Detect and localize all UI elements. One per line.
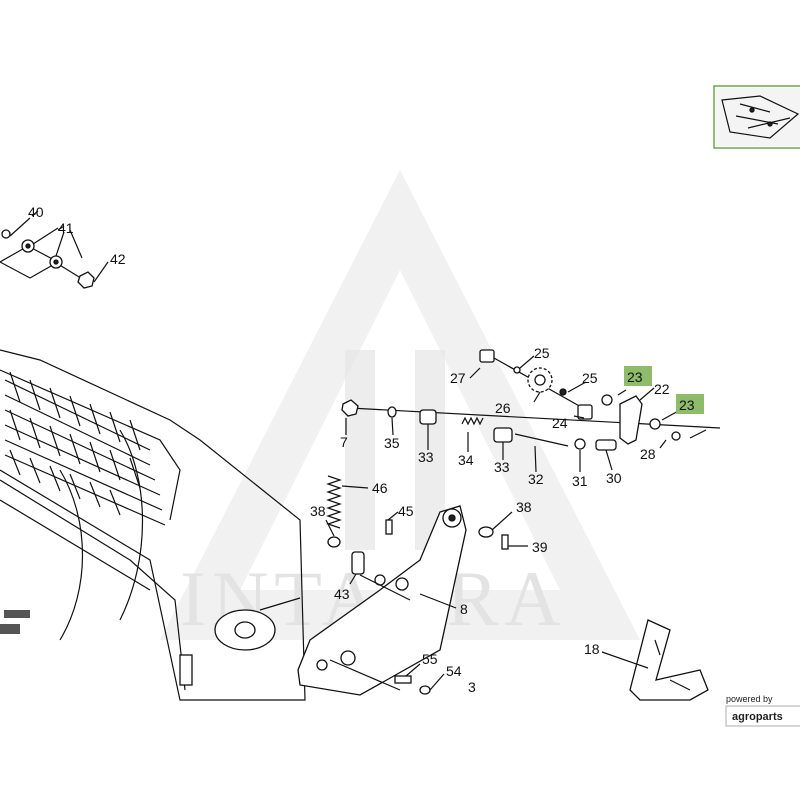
reel-teeth <box>4 371 166 526</box>
label-7[interactable]: 7 <box>340 434 348 450</box>
part-39-pin <box>501 534 509 550</box>
label-27[interactable]: 27 <box>450 370 466 386</box>
label-22[interactable]: 22 <box>654 381 670 397</box>
highlight-23b <box>676 394 704 414</box>
top-left-fastener-group <box>0 217 95 289</box>
label-34[interactable]: 34 <box>458 452 474 468</box>
part-43-block <box>351 551 365 575</box>
label-30[interactable]: 30 <box>606 470 622 486</box>
watermark: INTAGRA <box>160 170 640 642</box>
part-30-pin <box>595 439 617 451</box>
label-45[interactable]: 45 <box>398 503 414 519</box>
label-23a[interactable]: 23 <box>627 369 643 385</box>
part-38-washer-b <box>478 526 494 538</box>
label-31[interactable]: 31 <box>572 473 588 489</box>
label-24[interactable]: 24 <box>552 415 568 431</box>
label-40[interactable]: 40 <box>28 204 44 220</box>
part-25-washer <box>559 388 567 396</box>
part-22-lever <box>619 395 643 445</box>
label-28[interactable]: 28 <box>640 446 656 462</box>
label-35[interactable]: 35 <box>384 435 400 451</box>
label-26[interactable]: 26 <box>495 400 511 416</box>
part-35-washer <box>387 406 397 418</box>
part-23-bushing <box>601 394 613 406</box>
label-32[interactable]: 32 <box>528 471 544 487</box>
part-38-washer <box>327 536 341 548</box>
part-18-frame <box>629 619 709 701</box>
part-31-nut <box>574 438 586 450</box>
label-41[interactable]: 41 <box>58 220 74 236</box>
part-32-rod <box>514 433 569 447</box>
label-8[interactable]: 8 <box>460 601 468 617</box>
part-27-bolt <box>479 349 495 363</box>
part-45-pin <box>385 519 393 535</box>
label-55[interactable]: 55 <box>422 651 438 667</box>
label-39[interactable]: 39 <box>532 539 548 555</box>
bracket-8 <box>297 505 467 696</box>
label-38a[interactable]: 38 <box>310 503 326 519</box>
part-34-spring <box>461 416 484 426</box>
label-42[interactable]: 42 <box>110 251 126 267</box>
overview-thumbnail[interactable] <box>713 85 800 149</box>
highlight-23a <box>624 366 652 386</box>
label-25a[interactable]: 25 <box>534 345 550 361</box>
part-54-washer <box>419 685 431 695</box>
label-23b[interactable]: 23 <box>679 397 695 413</box>
part-number-labels: 40 41 42 7 35 33 34 33 32 31 30 28 23 23… <box>28 204 695 695</box>
powered-by-text: powered by <box>726 694 773 704</box>
label-54[interactable]: 54 <box>446 663 462 679</box>
label-43[interactable]: 43 <box>334 586 350 602</box>
label-38b[interactable]: 38 <box>516 499 532 515</box>
leader-lines <box>31 210 681 691</box>
part-55-bolt <box>394 675 412 684</box>
part-46-spring <box>326 475 342 529</box>
part-23-bushing-b <box>649 418 661 430</box>
label-33b[interactable]: 33 <box>494 459 510 475</box>
middle-parts <box>326 475 509 575</box>
part-33-bushing-b <box>493 427 513 443</box>
powered-by-badge[interactable]: powered by agroparts <box>725 694 800 727</box>
label-18[interactable]: 18 <box>584 641 600 657</box>
part-7-nut <box>341 399 359 417</box>
label-3[interactable]: 3 <box>468 679 476 695</box>
label-33a[interactable]: 33 <box>418 449 434 465</box>
label-46[interactable]: 46 <box>372 480 388 496</box>
part-28-washer <box>671 431 681 441</box>
part-24-bushing <box>577 404 593 420</box>
label-25b[interactable]: 25 <box>582 370 598 386</box>
header-frame <box>0 349 306 701</box>
agroparts-logo: agroparts <box>732 711 783 723</box>
part-33-bushing <box>419 409 437 425</box>
